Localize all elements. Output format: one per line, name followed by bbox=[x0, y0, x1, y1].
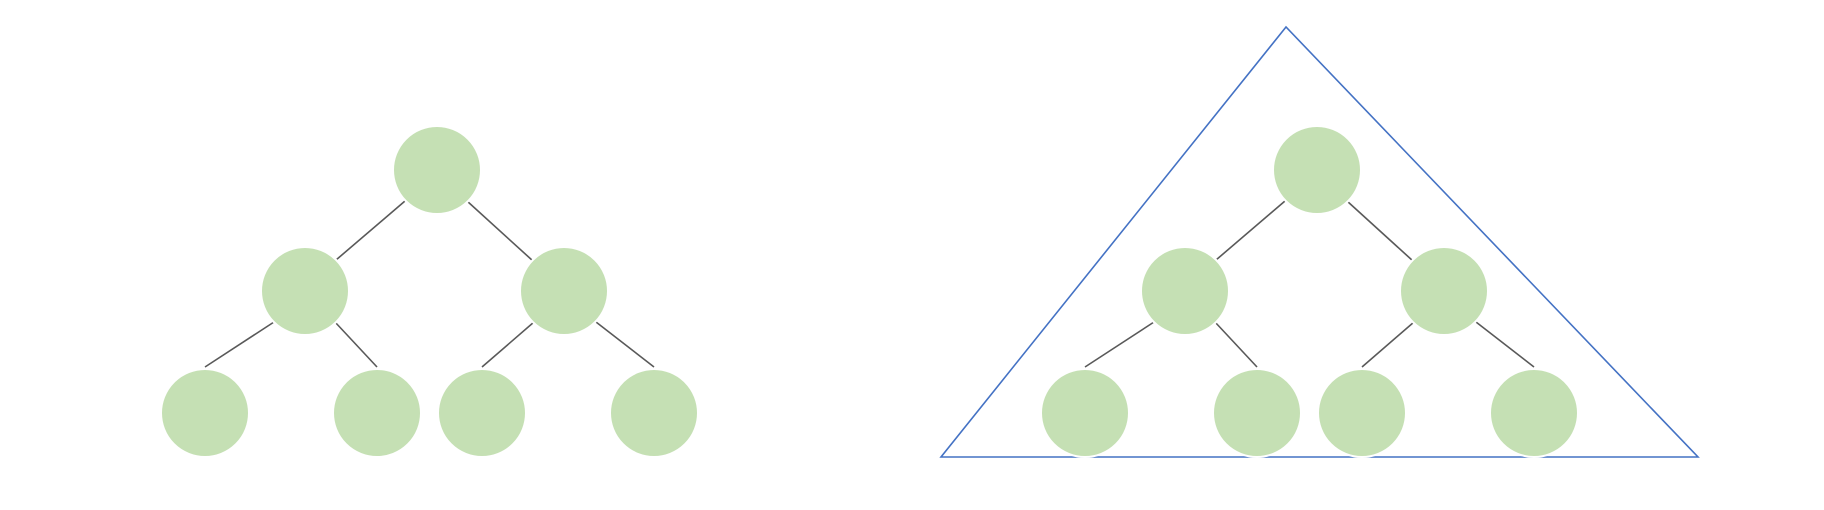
tree-edge bbox=[334, 321, 378, 368]
tree-diagram-enclosed bbox=[939, 25, 1700, 458]
tree-node-leaf bbox=[1317, 368, 1407, 458]
tree-edge bbox=[1346, 200, 1414, 262]
tree-node-leaf bbox=[609, 368, 699, 458]
tree-edge bbox=[1475, 321, 1535, 368]
tree-node-level-2 bbox=[1399, 246, 1489, 336]
tree-edge bbox=[204, 321, 275, 368]
tree-node-root bbox=[1272, 125, 1362, 215]
tree-node-level-2 bbox=[519, 246, 609, 336]
tree-node-root bbox=[392, 125, 482, 215]
tree-edge bbox=[1084, 321, 1155, 368]
tree-node-level-2 bbox=[1140, 246, 1230, 336]
tree-edge bbox=[1215, 200, 1286, 261]
enclosing-triangle bbox=[939, 25, 1700, 458]
tree-edge bbox=[335, 200, 406, 261]
tree-node-leaf bbox=[160, 368, 250, 458]
tree-edge bbox=[595, 321, 655, 368]
tree-node-leaf bbox=[332, 368, 422, 458]
tree-node-leaf bbox=[1489, 368, 1579, 458]
tree-diagram-plain bbox=[160, 125, 699, 458]
tree-node-level-2 bbox=[260, 246, 350, 336]
tree-edge bbox=[481, 321, 535, 368]
tree-node-leaf bbox=[437, 368, 527, 458]
tree-edge bbox=[1214, 321, 1258, 368]
tree-edge bbox=[1361, 321, 1415, 368]
tree-node-leaf bbox=[1212, 368, 1302, 458]
tree-node-leaf bbox=[1040, 368, 1130, 458]
tree-edge bbox=[466, 200, 534, 262]
